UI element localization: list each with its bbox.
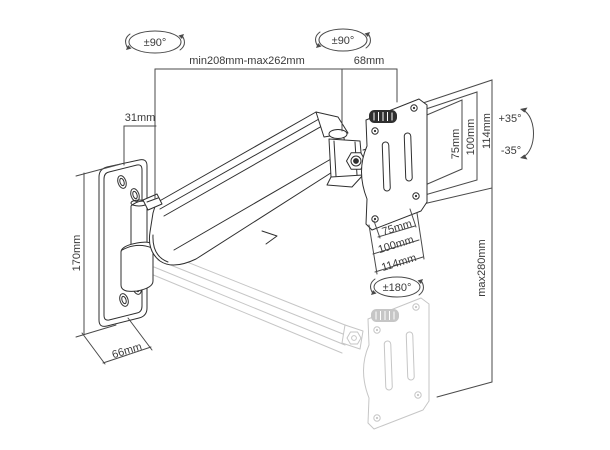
label-tilt-up: +35° bbox=[498, 113, 521, 125]
rotation-badge bbox=[373, 276, 421, 298]
main-hardware bbox=[98, 111, 368, 327]
main-vesa-plate bbox=[361, 98, 428, 231]
label-swivel-head: ±90° bbox=[332, 35, 355, 47]
label-swivel-wall: ±90° bbox=[144, 37, 167, 49]
label-tilt-down: -35° bbox=[501, 145, 521, 157]
label-arm-reach: min208mm-max262mm bbox=[189, 55, 305, 67]
label-vesa-h114: 114mm bbox=[380, 252, 418, 274]
wall-hinge bbox=[120, 199, 154, 292]
mount-hole bbox=[117, 175, 127, 189]
label-vesa-v75: 75mm bbox=[450, 129, 462, 160]
swivel-cap bbox=[328, 129, 348, 139]
head-joint bbox=[315, 111, 368, 188]
ghost-hex-nut bbox=[346, 331, 362, 345]
swivel-badge-wall bbox=[128, 30, 182, 54]
label-wall-plate-height: 170mm bbox=[71, 235, 83, 272]
dimension-lines bbox=[75, 28, 534, 398]
label-vesa-v100: 100mm bbox=[465, 119, 477, 156]
mount-hole bbox=[130, 188, 140, 202]
ghost-vesa-plate bbox=[363, 297, 430, 430]
label-wall-offset: 31mm bbox=[125, 112, 156, 124]
mount-hole bbox=[119, 293, 129, 307]
label-wall-plate-width: 66mm bbox=[111, 341, 144, 361]
tilt-arc bbox=[522, 109, 534, 158]
label-rotation: ±180° bbox=[383, 282, 412, 294]
label-head-offset: 68mm bbox=[354, 55, 385, 67]
label-max-height: max280mm bbox=[476, 239, 488, 296]
label-vesa-v114: 114mm bbox=[481, 113, 493, 149]
swivel-badge-head bbox=[318, 28, 368, 52]
gas-spring-arm bbox=[142, 111, 348, 266]
ghost-arm-lowered-position bbox=[147, 251, 364, 354]
